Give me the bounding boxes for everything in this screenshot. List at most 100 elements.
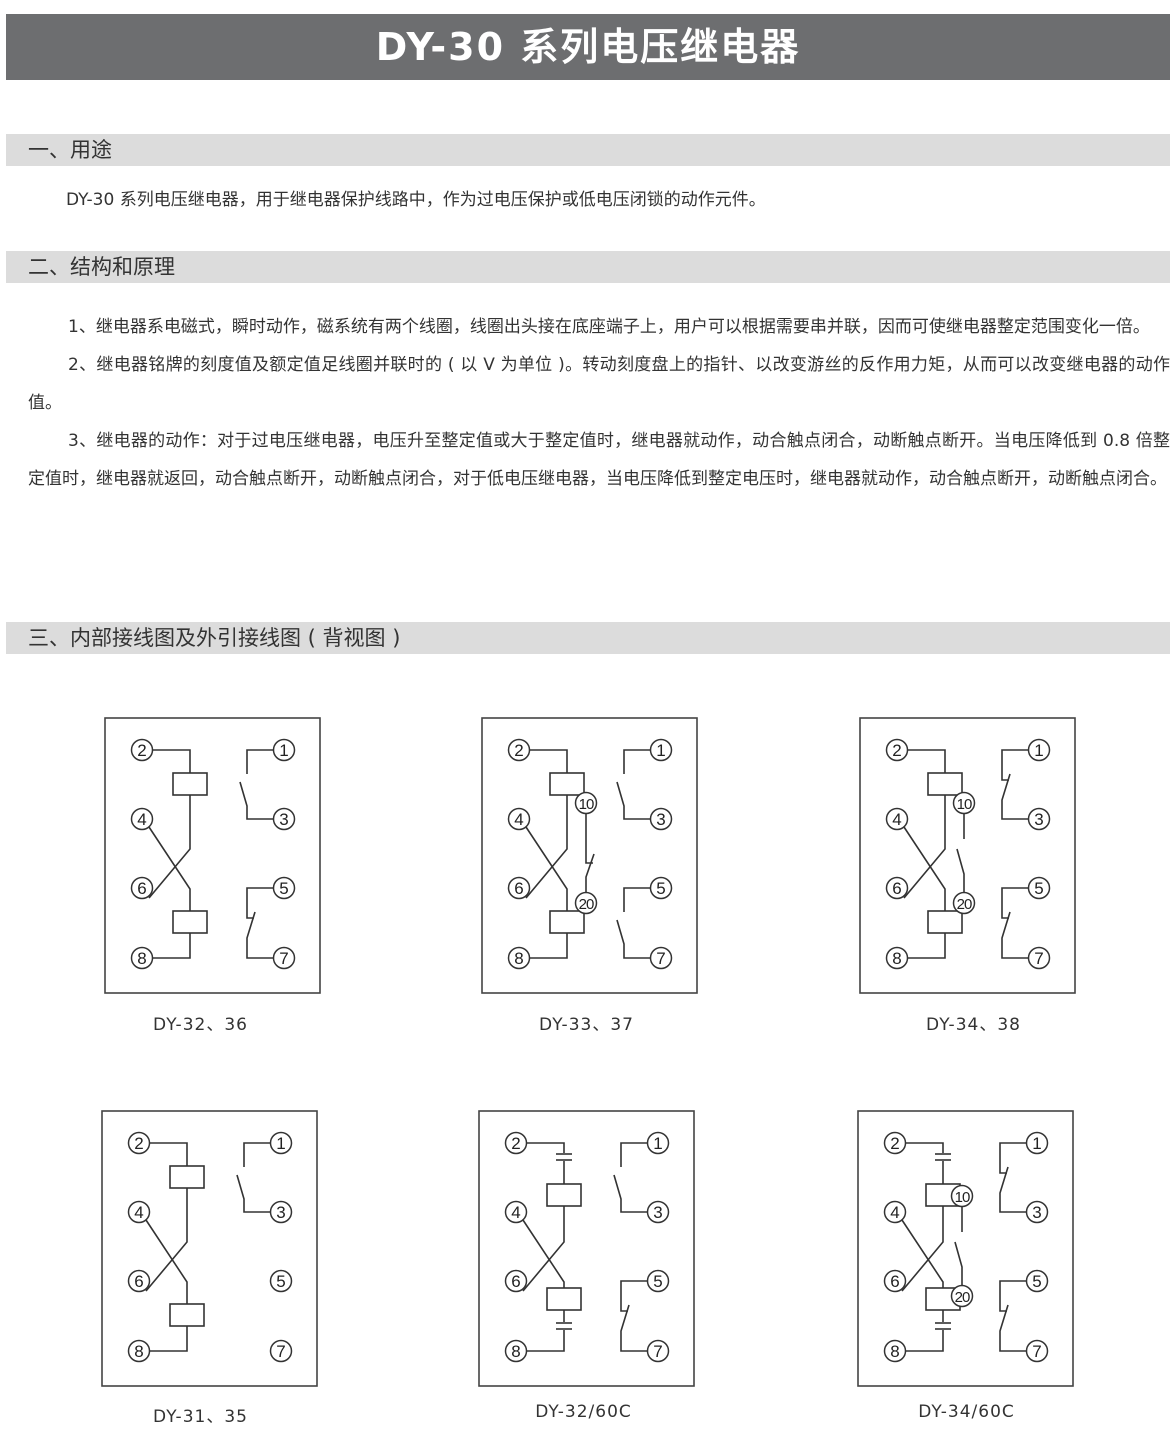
terminal-3 xyxy=(269,1200,293,1224)
bottom-contact xyxy=(620,1280,647,1312)
terminal-5 xyxy=(269,1269,293,1293)
coil-2 xyxy=(549,910,585,934)
coil-wire xyxy=(908,933,946,959)
terminal-1 xyxy=(272,738,296,762)
coil-wire xyxy=(908,749,946,773)
terminal-label: 7 xyxy=(276,1342,285,1361)
top-contact xyxy=(613,1174,647,1213)
terminal-label: 8 xyxy=(134,1342,143,1361)
terminal-3 xyxy=(272,807,296,831)
terminal-6 xyxy=(130,876,154,900)
coil-wire xyxy=(145,1188,188,1292)
terminal-label: 8 xyxy=(511,1342,520,1361)
terminal-label: 4 xyxy=(892,810,901,829)
terminal-1 xyxy=(1027,738,1051,762)
capacitor-gap xyxy=(935,1153,951,1161)
aux-contact xyxy=(956,848,965,892)
terminal-6 xyxy=(883,1269,907,1293)
terminal-label: 2 xyxy=(892,741,901,760)
terminal-label: 1 xyxy=(276,1134,285,1153)
terminal-8 xyxy=(504,1339,528,1363)
terminal-7 xyxy=(649,946,673,970)
terminal-20 xyxy=(952,891,976,915)
terminal-6 xyxy=(504,1269,528,1293)
terminal-4 xyxy=(127,1200,151,1224)
coil-wire xyxy=(525,795,568,899)
coil-1 xyxy=(549,772,585,796)
bottom-contact xyxy=(999,1304,1026,1352)
diagram-caption: DY-31、35 xyxy=(153,1407,248,1427)
terminal-label: 8 xyxy=(890,1342,899,1361)
terminal-3 xyxy=(649,807,673,831)
bottom-contact xyxy=(246,911,273,959)
capacitor-gap xyxy=(556,1322,572,1330)
terminal-1 xyxy=(646,1131,670,1155)
top-contact xyxy=(620,1142,647,1167)
terminal-label: 10 xyxy=(957,796,972,813)
diagram-caption: DY-33、37 xyxy=(539,1015,634,1035)
principle-item-1: 1、继电器系电磁式，瞬时动作，磁系统有两个线圈，线圈出头接在底座端子上，用户可以… xyxy=(68,317,1150,337)
terminal-label: 2 xyxy=(890,1134,899,1153)
terminal-label: 7 xyxy=(1034,949,1043,968)
diagram-caption: DY-34、38 xyxy=(926,1015,1021,1035)
terminal-label: 8 xyxy=(514,949,523,968)
terminal-label: 3 xyxy=(653,1203,662,1222)
terminal-2 xyxy=(504,1131,528,1155)
terminal-label: 5 xyxy=(279,879,288,898)
terminal-label: 20 xyxy=(579,896,594,913)
diagram-caption: DY-32/60C xyxy=(535,1402,632,1422)
terminal-label: 4 xyxy=(134,1203,143,1222)
terminal-label: 3 xyxy=(656,810,665,829)
top-contact xyxy=(999,1166,1026,1213)
coil-wire xyxy=(530,749,568,773)
coil-1 xyxy=(172,772,208,796)
coil-wire xyxy=(527,1142,565,1184)
terminal-7 xyxy=(269,1339,293,1363)
bottom-contact xyxy=(616,919,650,959)
bottom-contact xyxy=(1001,887,1028,919)
principle-item-2: 2、继电器铭牌的刻度值及额定值足线圈并联时的 ( 以 V 为单位 )。转动刻度盘… xyxy=(28,355,1170,413)
terminal-label: 3 xyxy=(279,810,288,829)
terminal-label: 8 xyxy=(892,949,901,968)
terminal-label: 7 xyxy=(656,949,665,968)
top-contact xyxy=(1001,749,1028,781)
terminal-6 xyxy=(127,1269,151,1293)
terminal-7 xyxy=(646,1339,670,1363)
terminal-3 xyxy=(1025,1200,1049,1224)
aux-contact xyxy=(585,853,595,892)
terminal-label: 2 xyxy=(137,741,146,760)
terminal-label: 7 xyxy=(653,1342,662,1361)
terminal-5 xyxy=(646,1269,670,1293)
terminal-4 xyxy=(130,807,154,831)
coil-wire xyxy=(903,795,946,899)
coil-wire xyxy=(522,1219,565,1288)
terminal-label: 1 xyxy=(1032,1134,1041,1153)
top-contact xyxy=(616,781,650,820)
top-contact xyxy=(236,1174,270,1213)
terminal-7 xyxy=(272,946,296,970)
section-wiring-heading: 三、内部接线图及外引接线图 ( 背视图 ) xyxy=(6,622,1170,654)
diagram-caption: DY-34/60C xyxy=(918,1402,1015,1422)
terminal-20 xyxy=(574,891,598,915)
coil-wire xyxy=(901,1219,944,1288)
bottom-contact xyxy=(999,1280,1026,1312)
bottom-contact xyxy=(620,1304,647,1352)
terminal-2 xyxy=(130,738,154,762)
terminal-label: 1 xyxy=(653,1134,662,1153)
coil-2 xyxy=(927,910,963,934)
terminal-5 xyxy=(272,876,296,900)
terminal-label: 5 xyxy=(653,1272,662,1291)
principle-text: 1、继电器系电磁式，瞬时动作，磁系统有两个线圈，线圈出头接在底座端子上，用户可以… xyxy=(28,308,1170,498)
coil-1 xyxy=(169,1165,205,1189)
terminal-label: 8 xyxy=(137,949,146,968)
coil-wire xyxy=(530,933,568,959)
diagram-caption: DY-32、36 xyxy=(153,1015,248,1035)
bottom-contact xyxy=(246,887,273,919)
terminal-10 xyxy=(574,791,598,815)
terminal-2 xyxy=(507,738,531,762)
